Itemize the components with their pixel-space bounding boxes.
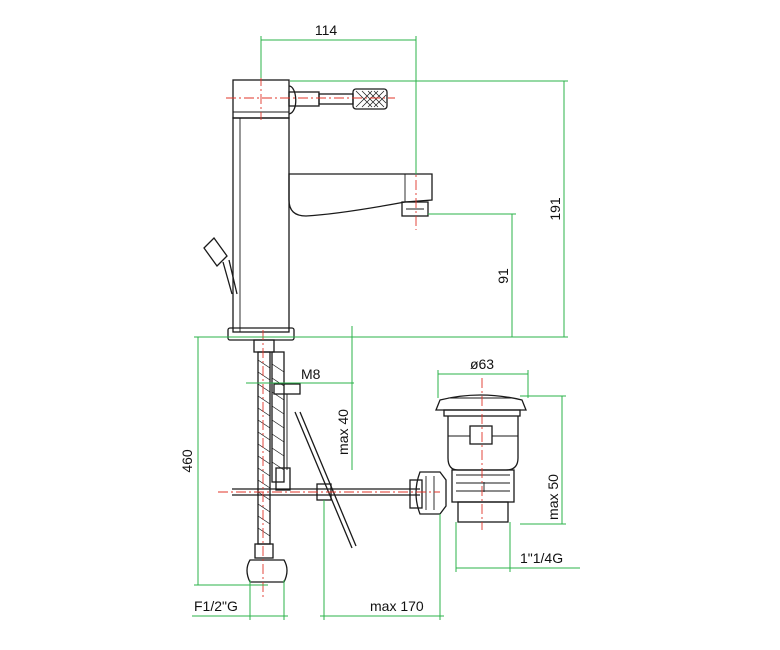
- dim-waste-thread-label: 1"1/4G: [520, 550, 563, 566]
- dim-191-label: 191: [547, 197, 563, 221]
- dim-max40-label: max 40: [335, 409, 351, 455]
- dimension-lines: [192, 36, 580, 620]
- dimension-labels: 114 191 91 460 M8 max 40 ø63 max 50 1"1/…: [179, 22, 563, 614]
- dim-max50-label: max 50: [545, 474, 561, 520]
- dim-max170-label: max 170: [370, 598, 424, 614]
- dim-m8-label: M8: [301, 366, 321, 382]
- lever-handle: [288, 88, 388, 110]
- flexible-hose-left: [246, 339, 288, 583]
- waste-drain: [409, 394, 527, 523]
- pop-up-rod: [203, 237, 238, 295]
- pop-up-linkage: [232, 411, 420, 549]
- spout: [288, 173, 433, 217]
- dim-diameter-63-label: ø63: [470, 356, 494, 372]
- dim-91-label: 91: [495, 268, 511, 284]
- mixer-body: [227, 79, 297, 341]
- dim-114-label: 114: [315, 22, 338, 38]
- flexible-hose-right: [271, 351, 291, 491]
- fixing-stud: [273, 383, 301, 470]
- dim-inlet-thread-label: F1/2"G: [194, 598, 238, 614]
- dim-460-label: 460: [179, 449, 195, 473]
